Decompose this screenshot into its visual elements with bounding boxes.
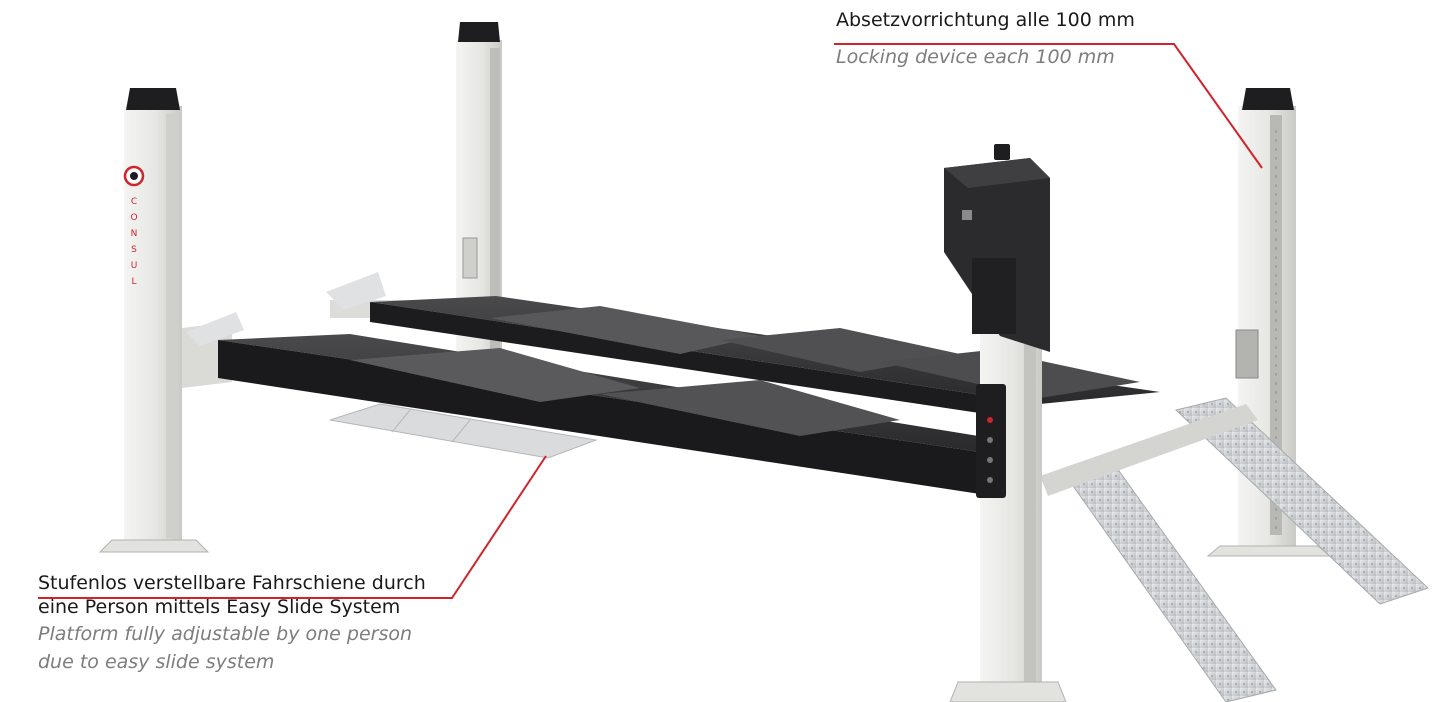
post-front-left	[98, 88, 210, 553]
leader-line-bottom	[38, 455, 547, 599]
front-right-crossbeam	[1040, 404, 1258, 496]
callout-easy-slide: Stufenlos verstellbare Fahrschiene durch…	[38, 571, 426, 675]
drive-on-ramps	[1065, 397, 1429, 702]
callout-locking-device: Absetzvorrichtung alle 100 mm Locking de…	[836, 8, 1135, 70]
callout-bottom-german-line1: Stufenlos verstellbare Fahrschiene durch	[38, 572, 426, 594]
brand-letter-o: O	[130, 213, 137, 223]
post-front-right	[949, 300, 1067, 702]
callout-bottom-english-line2: due to easy slide system	[38, 651, 275, 673]
ramp-stub-left-rear	[326, 272, 386, 310]
leader-line-top	[834, 43, 1263, 169]
callout-bottom-english-line1: Platform fully adjustable by one person	[38, 623, 413, 645]
callout-bottom-german-line2: eine Person mittels Easy Slide System	[38, 596, 401, 618]
brand-letter-s: S	[131, 245, 137, 255]
callout-top-german: Absetzvorrichtung alle 100 mm	[836, 9, 1135, 31]
consul-logo: C O N S U L	[123, 165, 145, 287]
ramp-stub-left-front	[186, 312, 244, 346]
slide-plates	[329, 403, 598, 459]
brand-letter-u: U	[131, 261, 138, 271]
brand-letter-c: C	[131, 197, 137, 207]
brand-letter-l: L	[131, 277, 136, 287]
power-unit-housing	[944, 144, 1050, 352]
brand-letter-n: N	[131, 229, 138, 239]
callout-top-english: Locking device each 100 mm	[836, 46, 1115, 68]
platform-front	[218, 334, 1040, 494]
